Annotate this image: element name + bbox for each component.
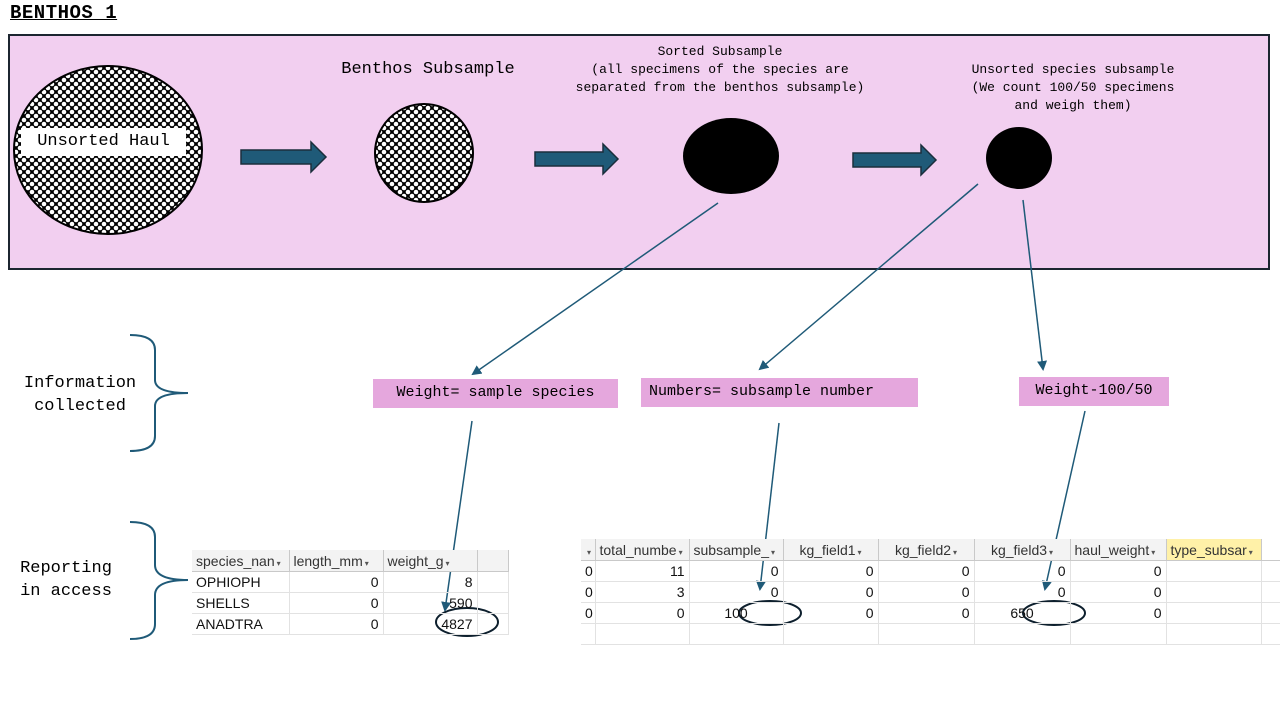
table-cell[interactable]: 0 <box>581 602 596 624</box>
table-cell <box>1261 602 1280 624</box>
flow-arrow-3 <box>852 143 938 177</box>
stage-panel <box>8 34 1270 270</box>
table-row[interactable]: OPHIOPH 0 8 <box>192 571 509 593</box>
dropdown-arrow-icon[interactable]: ▾ <box>587 547 592 557</box>
information-collected-label: Information collected <box>23 374 137 416</box>
table-new-row[interactable] <box>581 623 1280 645</box>
dropdown-arrow-icon[interactable]: ▾ <box>771 547 776 557</box>
table-header-row: ▾ total_numbe▾ subsample_▾ kg_field1▾ kg… <box>581 539 1280 561</box>
table-cell[interactable]: 650 <box>974 602 1071 624</box>
table-cell[interactable]: OPHIOPH <box>192 571 290 593</box>
table-cell[interactable]: ANADTRA <box>192 613 290 635</box>
table-cell[interactable]: SHELLS <box>192 592 290 614</box>
sorted-subsample-label: Sorted Subsample (all specimens of the s… <box>575 44 865 95</box>
table-cell[interactable]: 0 <box>783 560 879 582</box>
table-cell[interactable]: 0 <box>878 560 975 582</box>
subsample-fields-table: ▾ total_numbe▾ subsample_▾ kg_field1▾ kg… <box>581 539 1280 645</box>
table-row[interactable]: SHELLS 0 590 <box>192 592 509 614</box>
column-header[interactable]: kg_field3▾ <box>974 539 1071 561</box>
table-cell[interactable] <box>477 592 509 614</box>
table-cell <box>1261 581 1280 603</box>
info-box-numbers: Numbers= subsample number <box>641 378 918 407</box>
connector-unsorted-to-numbers <box>758 183 979 371</box>
table-cell[interactable]: 0 <box>289 613 384 635</box>
column-header[interactable]: weight_g▾ <box>383 550 478 572</box>
brace-reporting <box>129 521 189 640</box>
table-cell[interactable]: 0 <box>878 602 975 624</box>
dropdown-arrow-icon[interactable]: ▾ <box>364 558 369 568</box>
table-cell <box>1261 560 1280 582</box>
benthos-subsample-circle <box>374 103 474 203</box>
dropdown-arrow-icon[interactable]: ▾ <box>953 547 958 557</box>
flow-arrow-2 <box>534 142 620 176</box>
table-cell[interactable]: 0 <box>289 571 384 593</box>
table-cell[interactable]: 0 <box>1070 560 1167 582</box>
column-header[interactable]: kg_field2▾ <box>878 539 975 561</box>
reporting-in-access-label: Reporting in access <box>20 559 112 601</box>
column-header[interactable]: total_numbe▾ <box>595 539 690 561</box>
table-cell[interactable]: 8 <box>383 571 478 593</box>
table-cell[interactable]: 0 <box>783 581 879 603</box>
dropdown-arrow-icon[interactable]: ▾ <box>1248 547 1253 557</box>
table-cell[interactable]: 3 <box>595 581 690 603</box>
table-cell[interactable]: 4827 <box>383 613 478 635</box>
column-header[interactable]: species_nan▾ <box>192 550 290 572</box>
benthos-subsample-label: Benthos Subsample <box>341 60 515 79</box>
column-header[interactable]: subsample_▾ <box>689 539 784 561</box>
table-cell[interactable] <box>477 613 509 635</box>
table-cell[interactable]: 0 <box>1070 602 1167 624</box>
table-cell[interactable]: 0 <box>581 560 596 582</box>
dropdown-arrow-icon[interactable]: ▾ <box>678 547 683 557</box>
table-row[interactable]: 0 11 0 0 0 0 0 <box>581 560 1280 582</box>
species-weight-table: species_nan▾ length_mm▾ weight_g▾ OPHIOP… <box>192 550 509 635</box>
table-cell[interactable]: 0 <box>878 581 975 603</box>
table-header-row: species_nan▾ length_mm▾ weight_g▾ <box>192 550 509 572</box>
table-cell[interactable]: 100 <box>689 602 784 624</box>
table-cell[interactable]: 0 <box>974 560 1071 582</box>
info-box-weight100: Weight-100/50 <box>1019 377 1169 406</box>
table-cell[interactable]: 0 <box>1070 581 1167 603</box>
table-cell[interactable]: 0 <box>289 592 384 614</box>
table-row[interactable]: 0 3 0 0 0 0 0 <box>581 581 1280 603</box>
column-header-blank <box>477 550 509 572</box>
column-header-highlighted[interactable]: type_subsar▾ <box>1166 539 1262 561</box>
info-box-weight: Weight= sample species <box>373 379 618 408</box>
table-row[interactable]: 0 0 100 0 0 650 0 <box>581 602 1280 624</box>
dropdown-arrow-icon[interactable]: ▾ <box>1049 547 1054 557</box>
table-cell[interactable] <box>477 571 509 593</box>
table-row[interactable]: ANADTRA 0 4827 <box>192 613 509 635</box>
dropdown-arrow-icon[interactable]: ▾ <box>445 558 450 568</box>
dropdown-arrow-icon[interactable]: ▾ <box>276 558 281 568</box>
flow-arrow-1 <box>240 140 328 174</box>
table-cell[interactable]: 0 <box>689 581 784 603</box>
table-cell[interactable]: 0 <box>689 560 784 582</box>
table-cell[interactable]: 0 <box>783 602 879 624</box>
page-title: BENTHOS_1 <box>10 2 118 24</box>
table-cell[interactable]: 11 <box>595 560 690 582</box>
table-cell[interactable] <box>1166 581 1262 603</box>
unsorted-haul-label: Unsorted Haul <box>21 128 186 156</box>
table-cell[interactable]: 0 <box>595 602 690 624</box>
table-cell[interactable] <box>1166 602 1262 624</box>
column-header[interactable]: haul_weight▾ <box>1070 539 1167 561</box>
table-cell[interactable]: 0 <box>974 581 1071 603</box>
column-header-partial[interactable]: ▾ <box>581 539 596 561</box>
brace-information <box>129 334 189 452</box>
unsorted-species-circle <box>986 127 1052 189</box>
column-header[interactable]: length_mm▾ <box>289 550 384 572</box>
connector-sorted-to-weight <box>471 202 719 376</box>
unsorted-species-label: Unsorted species subsample (We count 100… <box>971 62 1175 113</box>
dropdown-arrow-icon[interactable]: ▾ <box>857 547 862 557</box>
column-header-blank <box>1261 539 1280 561</box>
dropdown-arrow-icon[interactable]: ▾ <box>1151 547 1156 557</box>
table-cell[interactable] <box>1166 560 1262 582</box>
connector-unsorted-to-weight100 <box>1022 199 1048 371</box>
table-cell[interactable]: 0 <box>581 581 596 603</box>
sorted-subsample-circle <box>683 118 779 194</box>
table-cell[interactable]: 590 <box>383 592 478 614</box>
column-header[interactable]: kg_field1▾ <box>783 539 879 561</box>
